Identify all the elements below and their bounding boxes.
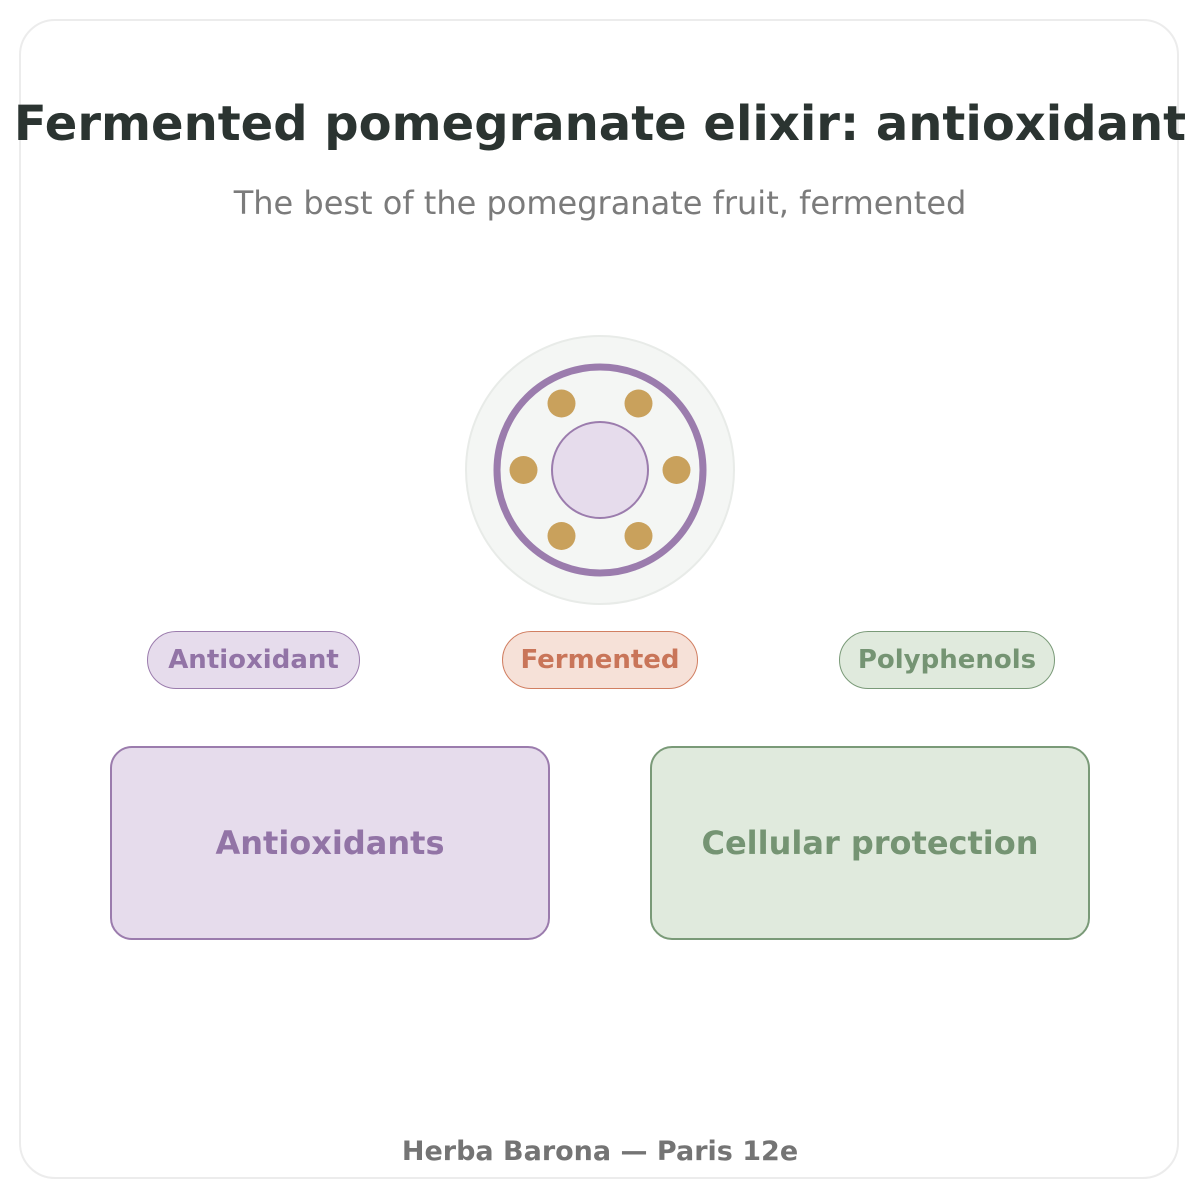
tag-fermented: Fermented bbox=[502, 631, 698, 689]
tag-antioxidant: Antioxidant bbox=[147, 631, 360, 689]
seed bbox=[509, 456, 538, 484]
tag-polyphenols: Polyphenols bbox=[839, 631, 1055, 689]
seed bbox=[624, 522, 653, 550]
pomegranate-seeds-icon bbox=[465, 335, 735, 605]
benefit-antioxidants: Antioxidants bbox=[110, 746, 550, 940]
emblem-core bbox=[551, 421, 649, 519]
footer-credit: Herba Barona — Paris 12e bbox=[401, 1136, 799, 1167]
seed bbox=[547, 389, 576, 418]
emblem-ring bbox=[493, 363, 707, 577]
benefit-cellular-protection: Cellular protection bbox=[650, 746, 1090, 940]
page-title: Fermented pomegranate elixir: antioxidan… bbox=[13, 96, 1187, 152]
page-subtitle: The best of the pomegranate fruit, ferme… bbox=[233, 184, 967, 222]
seed bbox=[624, 389, 653, 418]
seed bbox=[547, 522, 576, 550]
seed bbox=[662, 456, 691, 484]
